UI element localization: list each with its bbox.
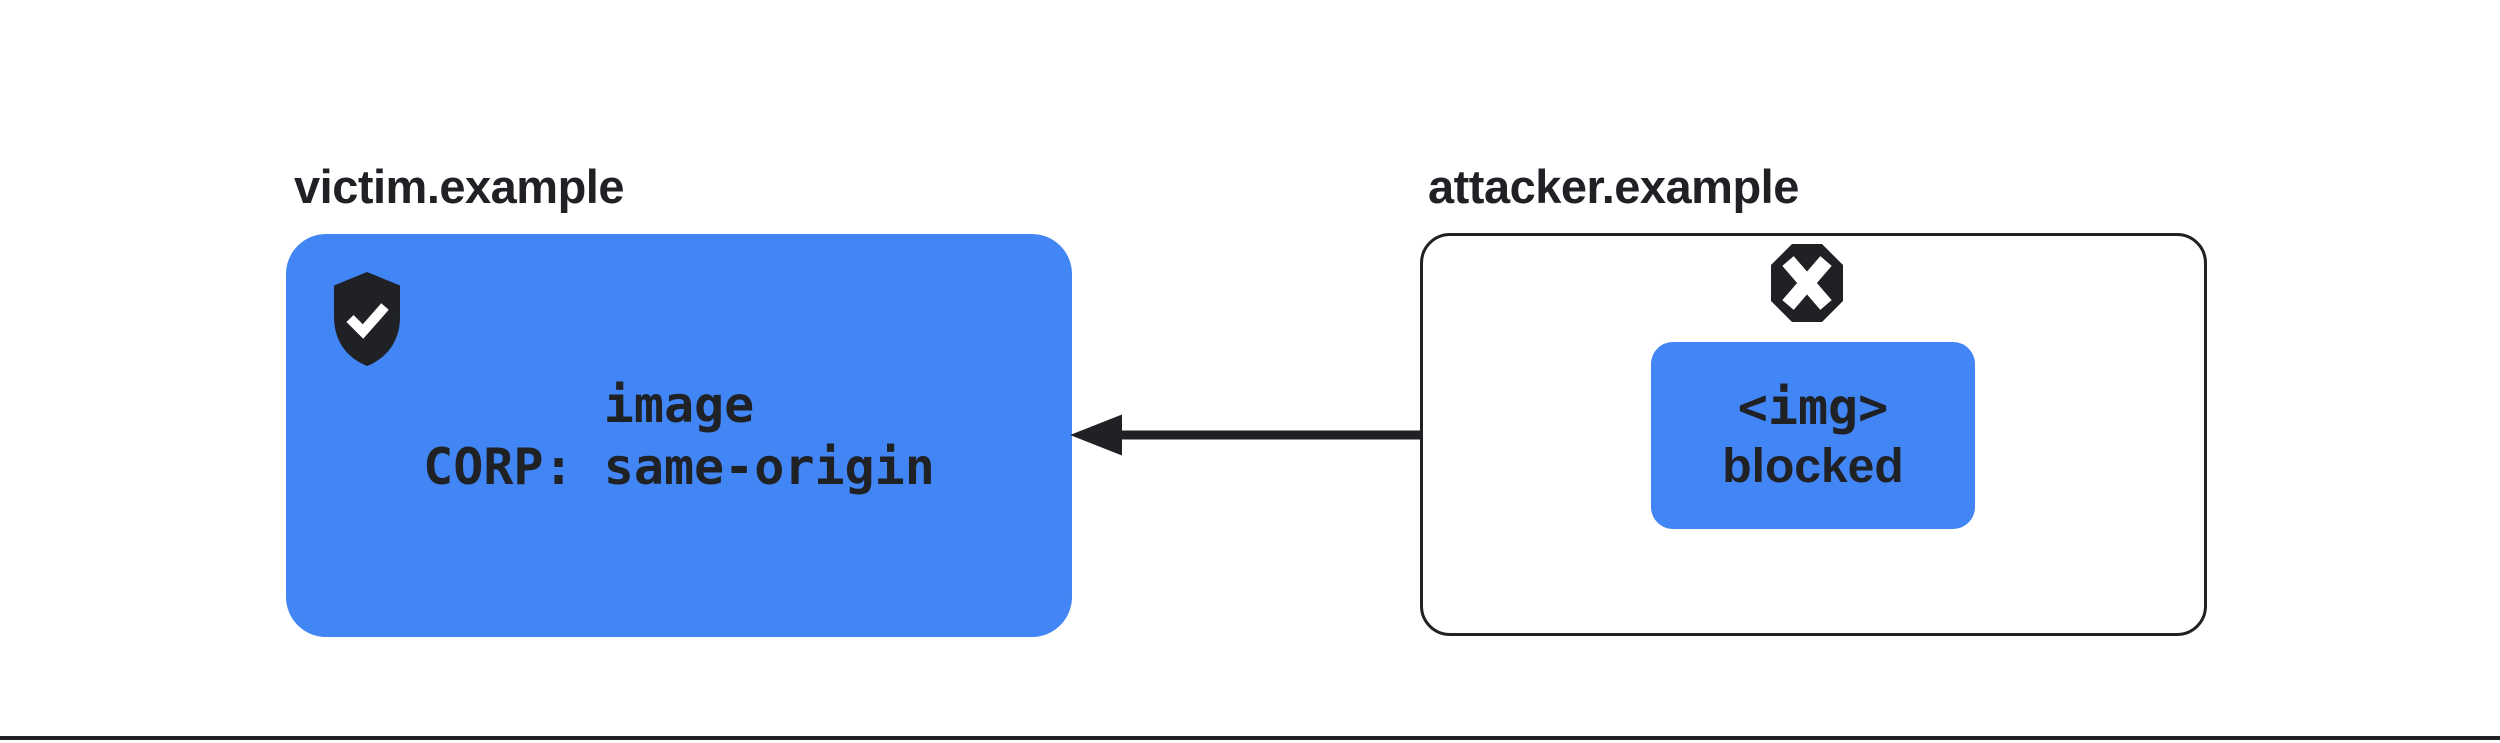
img-request-box: <img> blocked xyxy=(1651,342,1975,529)
img-tag-label: <img> xyxy=(1737,377,1889,436)
blocked-x-icon xyxy=(1771,244,1843,322)
attacker-domain-label: attacker.example xyxy=(1428,160,1799,213)
attacker-origin-box: <img> blocked xyxy=(1420,233,2207,636)
victim-domain-label: victim.example xyxy=(294,160,625,213)
arrowhead-left xyxy=(1070,414,1122,456)
corp-header-label: CORP: same-origin xyxy=(423,437,935,496)
victim-origin-box: image CORP: same-origin xyxy=(286,234,1072,637)
blocked-label: blocked xyxy=(1722,439,1904,493)
resource-type-label: image xyxy=(603,375,755,434)
shield-check-icon xyxy=(334,272,400,366)
bottom-rule xyxy=(0,736,2500,740)
